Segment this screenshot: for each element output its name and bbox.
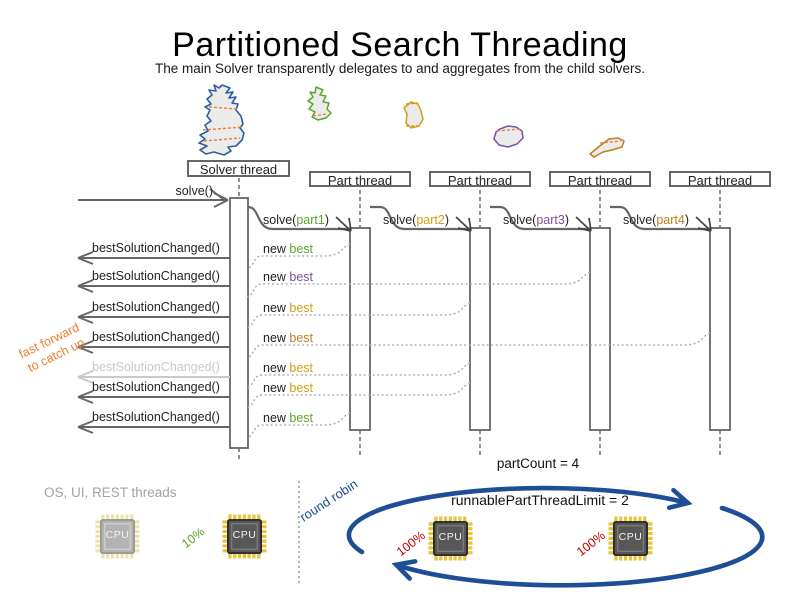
activation-bars	[229, 197, 731, 449]
best-changed-label: bestSolutionChanged()	[92, 380, 220, 394]
new-best-label: new best	[263, 411, 314, 425]
solve-part2-label: solve(part2)	[383, 213, 450, 227]
solve-part3-label: solve(part3)	[503, 213, 570, 227]
cpu-text-part-a: CPU	[438, 531, 463, 543]
solve-call-label: solve()	[175, 184, 213, 198]
part2-arg: part2	[416, 213, 445, 227]
new-best-label: new best	[263, 242, 314, 256]
part1-activation-bar	[349, 227, 371, 431]
cpu-text-part-b: CPU	[618, 531, 643, 543]
solve-part1-label: solve(part1)	[263, 213, 330, 227]
best-changed-label: bestSolutionChanged()	[92, 300, 220, 314]
part3-activation-bar	[589, 227, 611, 431]
solver-thread-box: Solver thread	[187, 160, 290, 177]
os-threads-label: OS, UI, REST threads	[44, 485, 177, 500]
cpu-text-os-low: CPU	[232, 529, 257, 541]
lifelines	[238, 178, 721, 462]
best-changed-label: bestSolutionChanged()	[92, 410, 220, 424]
part-thread-box-4: Part thread	[669, 171, 771, 188]
new-best-label: new best	[263, 361, 314, 375]
solve-part-pipes	[247, 205, 710, 231]
part-thread-box-3: Part thread	[549, 171, 651, 188]
new-best-label: new best	[263, 381, 314, 395]
solve-part-arrowheads	[335, 216, 712, 232]
map-great-britain	[198, 84, 245, 156]
new-best-label: new best	[263, 331, 314, 345]
best-changed-arrows	[77, 251, 230, 434]
return-message-lines	[246, 243, 711, 439]
best-changed-arrow-muted	[77, 370, 230, 384]
solve-call-arrow	[78, 188, 229, 208]
solve-part4-label: solve(part4)	[623, 213, 690, 227]
new-best-label: new best	[263, 270, 314, 284]
part4-activation-bar	[709, 227, 731, 431]
runnable-limit-label: runnablePartThreadLimit = 2	[451, 492, 629, 508]
part-count-label: partCount = 4	[496, 456, 580, 471]
map-partition-cuts	[202, 106, 244, 142]
solver-activation-bar	[229, 197, 249, 449]
round-robin-cycle	[346, 485, 765, 588]
part1-arg: part1	[296, 213, 325, 227]
cpu-text-os-faded: CPU	[105, 529, 130, 541]
best-changed-label: bestSolutionChanged()	[92, 269, 220, 283]
map-part1	[307, 86, 332, 121]
part4-arg: part4	[656, 213, 685, 227]
best-changed-label-muted: bestSolutionChanged()	[92, 360, 220, 374]
best-changed-label: bestSolutionChanged()	[92, 241, 220, 255]
map-part2	[403, 101, 424, 129]
best-changed-label: bestSolutionChanged()	[92, 330, 220, 344]
part-thread-box-2: Part thread	[429, 171, 531, 188]
page-subtitle: The main Solver transparently delegates …	[154, 61, 645, 76]
map-part4	[589, 137, 625, 158]
part-thread-box-1: Part thread	[309, 171, 411, 188]
part2-activation-bar	[469, 227, 491, 431]
page-title: Partitioned Search Threading	[172, 26, 628, 64]
new-best-label: new best	[263, 301, 314, 315]
part3-arg: part3	[536, 213, 565, 227]
map-part3	[493, 125, 524, 148]
